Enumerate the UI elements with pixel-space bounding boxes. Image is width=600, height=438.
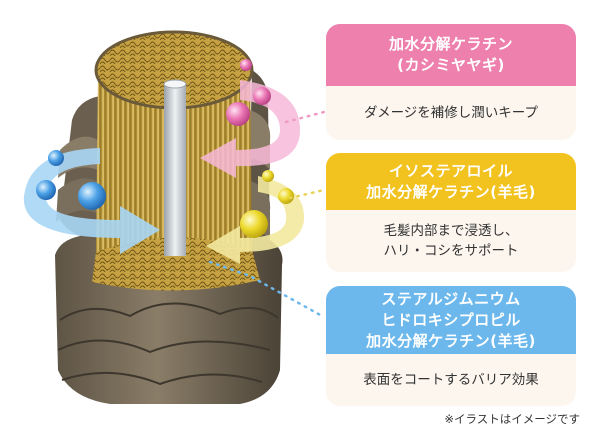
ingredient-card-cashmere-keratin: 加水分解ケラチン (カシミヤヤギ) ダメージを補修し潤いキープ [326, 24, 576, 140]
card-description: ダメージを補修し潤いキープ [326, 86, 576, 140]
leader-line-pink [284, 110, 326, 124]
yellow-ingredient-flow [206, 170, 305, 264]
leader-lines [208, 110, 326, 318]
ingredient-card-isostearoyl-keratin: イソステアロイル 加水分解ケラチン(羊毛) 毛髪内部まで浸透し、 ハリ・コシをサ… [326, 153, 576, 272]
card-heading-line: ヒドロキシプロピル [381, 310, 521, 329]
illustration-footnote: ※イラストはイメージです [444, 412, 580, 426]
blue-ingredient-flow [23, 148, 160, 254]
card-heading-line: イソステアロイル [388, 161, 513, 180]
card-heading-line: 加水分解ケラチン [388, 35, 513, 53]
card-heading-line: (カシミヤヤギ) [397, 56, 505, 74]
card-description-line: ハリ・コシをサポート [383, 243, 519, 259]
leader-line-blue [208, 260, 324, 318]
card-heading-line: 加水分解ケラチン(羊毛) [366, 182, 536, 201]
pink-ingredient-flow [200, 59, 300, 178]
hair-medulla [163, 79, 187, 256]
card-description-line: ダメージを補修し潤いキープ [363, 105, 538, 121]
card-heading: 加水分解ケラチン (カシミヤヤギ) [326, 24, 576, 86]
card-description: 毛髪内部まで浸透し、 ハリ・コシをサポート [326, 210, 576, 272]
ingredient-card-steardimonium-keratin: ステアルジムニウム ヒドロキシプロピル 加水分解ケラチン(羊毛) 表面をコートす… [326, 286, 576, 406]
card-heading: ステアルジムニウム ヒドロキシプロピル 加水分解ケラチン(羊毛) [326, 286, 576, 354]
leader-line-yellow [288, 188, 326, 200]
card-description-line: 毛髪内部まで浸透し、 [383, 223, 519, 239]
card-heading-line: ステアルジムニウム [381, 289, 521, 308]
card-heading-line: 加水分解ケラチン(羊毛) [366, 331, 536, 350]
card-description-line: 表面をコートするバリア効果 [363, 372, 539, 388]
card-description: 表面をコートするバリア効果 [326, 354, 576, 406]
card-heading: イソステアロイル 加水分解ケラチン(羊毛) [326, 153, 576, 210]
